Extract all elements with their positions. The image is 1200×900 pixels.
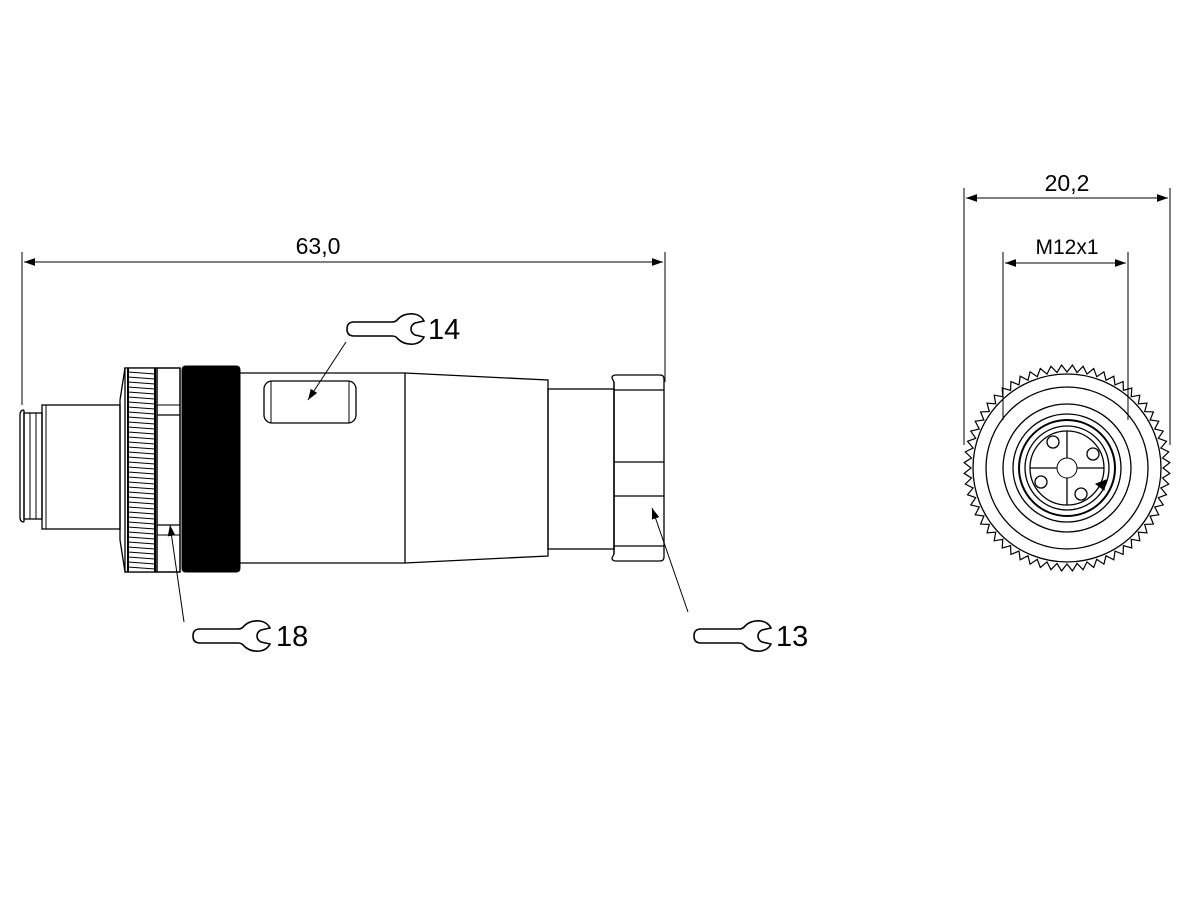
thread-outer — [1002, 403, 1132, 533]
outer-diameter-label: 20,2 — [1045, 170, 1090, 196]
knurled-outer-ring — [963, 364, 1171, 572]
body-label-slot — [263, 380, 357, 424]
thread-label: M12x1 — [1035, 236, 1098, 259]
grip-ring — [181, 365, 241, 573]
cable-nut — [547, 374, 665, 562]
wrench-size-18: 18 — [276, 621, 308, 653]
nut-face — [985, 386, 1149, 550]
front-view: 20,2 M12x1 — [963, 170, 1171, 572]
wrench-size-14: 14 — [428, 314, 460, 346]
outer-ring-inner-edge — [972, 373, 1162, 563]
connector-tip — [19, 404, 121, 530]
wrench-icon — [192, 620, 271, 652]
pin-2 — [1086, 447, 1100, 461]
leader-cable-nut — [651, 507, 689, 613]
connector-body — [240, 372, 549, 564]
wrench-size-13: 13 — [776, 621, 808, 653]
wrench-icon — [693, 620, 772, 652]
pin-1 — [1046, 435, 1060, 449]
leader-coupling-nut — [167, 524, 185, 623]
pin-3 — [1074, 487, 1088, 501]
pin-insert — [1018, 419, 1116, 517]
overall-length-label: 63,0 — [296, 233, 341, 259]
leader-cap-nut — [307, 341, 347, 401]
coupling-ring — [119, 367, 181, 573]
wrench-icon — [346, 313, 425, 345]
thread-inner — [1012, 413, 1122, 523]
coding-key — [1094, 479, 1107, 491]
side-view: 63,0 — [19, 233, 808, 653]
pin-4 — [1034, 475, 1048, 489]
